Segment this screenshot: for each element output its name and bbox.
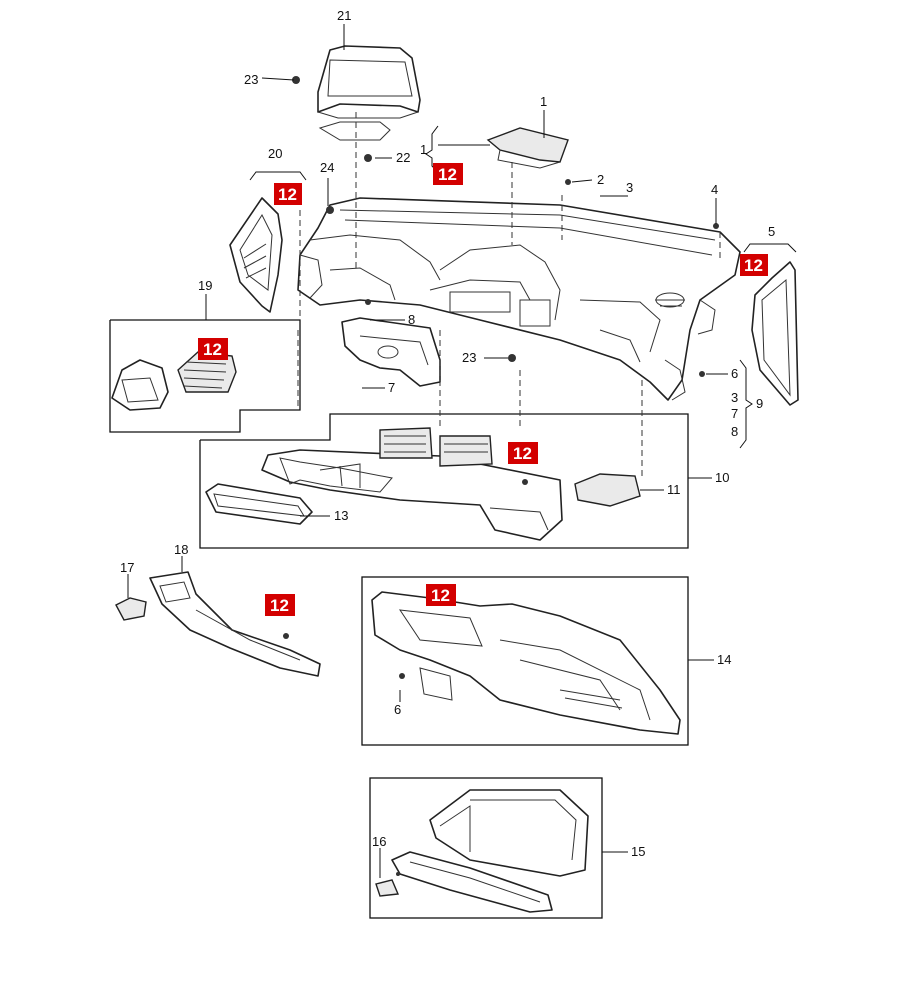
callout-17: 17 xyxy=(120,560,134,575)
trim-panel-assembly xyxy=(205,427,641,541)
side-cover-left xyxy=(229,197,283,313)
svg-text:12: 12 xyxy=(203,340,222,359)
highlight-badge-7: 12 xyxy=(426,584,456,606)
callout-3-bracket: 3 xyxy=(731,390,738,405)
callout-7-bracket: 7 xyxy=(731,406,738,421)
callout-8-bracket: 8 xyxy=(731,424,738,439)
glovebox-door xyxy=(375,789,589,913)
svg-text:12: 12 xyxy=(744,256,763,275)
svg-text:12: 12 xyxy=(513,444,532,463)
callout-10: 10 xyxy=(715,470,729,485)
callout-11: 11 xyxy=(667,482,681,497)
highlight-badge-1: 12 xyxy=(433,163,463,185)
inset-frames xyxy=(109,319,689,919)
top-cover xyxy=(486,127,569,169)
highlight-badge-5: 12 xyxy=(508,442,538,464)
svg-text:12: 12 xyxy=(431,586,450,605)
fasteners xyxy=(283,76,719,876)
knee-bolster xyxy=(115,571,321,677)
callout-22: 22 xyxy=(396,150,410,165)
callout-1: 1 xyxy=(540,94,547,109)
callout-7: 7 xyxy=(388,380,395,395)
callout-14: 14 xyxy=(717,652,731,667)
cluster-bezel xyxy=(317,45,421,141)
callout-15: 15 xyxy=(631,844,645,859)
callout-23-mid: 23 xyxy=(462,350,476,365)
highlight-badge-6: 12 xyxy=(265,594,295,616)
callout-16: 16 xyxy=(372,834,386,849)
svg-text:12: 12 xyxy=(270,596,289,615)
leader-lines xyxy=(127,24,797,878)
callout-1-bracket: 1 xyxy=(420,142,427,157)
side-cover-right xyxy=(751,261,799,406)
callout-21: 21 xyxy=(337,8,351,23)
highlight-badge-3: 12 xyxy=(740,254,768,276)
callout-8: 8 xyxy=(408,312,415,327)
lower-center-trim xyxy=(341,317,441,387)
frame-trim-panel xyxy=(199,413,689,549)
assembly-lines xyxy=(297,112,721,476)
frame-vent-left xyxy=(109,319,301,433)
svg-text:12: 12 xyxy=(278,185,297,204)
frame-glovebox-housing xyxy=(361,576,689,746)
callout-24: 24 xyxy=(320,160,334,175)
callout-20: 20 xyxy=(268,146,282,161)
svg-text:12: 12 xyxy=(438,165,457,184)
callout-5: 5 xyxy=(768,224,775,239)
callout-labels: 21 23 22 24 20 1 1 2 3 4 5 19 8 7 23 6 3… xyxy=(120,8,775,859)
callout-3: 3 xyxy=(626,180,633,195)
vent-left-assembly xyxy=(111,351,237,411)
callout-23-top: 23 xyxy=(244,72,258,87)
instrument-panel-main xyxy=(297,197,741,401)
frame-glovebox-door xyxy=(369,777,603,919)
highlight-badge-2: 12 xyxy=(274,183,302,205)
callout-6-right: 6 xyxy=(731,366,738,381)
callout-4: 4 xyxy=(711,182,718,197)
highlight-badge-4: 12 xyxy=(198,338,228,360)
callout-19: 19 xyxy=(198,278,212,293)
callout-18: 18 xyxy=(174,542,188,557)
callout-2: 2 xyxy=(597,172,604,187)
glovebox-housing xyxy=(371,591,681,735)
highlight-badges: 12 12 12 12 12 12 12 xyxy=(198,163,768,616)
callout-13: 13 xyxy=(334,508,348,523)
callout-6-lower: 6 xyxy=(394,702,401,717)
callout-9: 9 xyxy=(756,396,763,411)
